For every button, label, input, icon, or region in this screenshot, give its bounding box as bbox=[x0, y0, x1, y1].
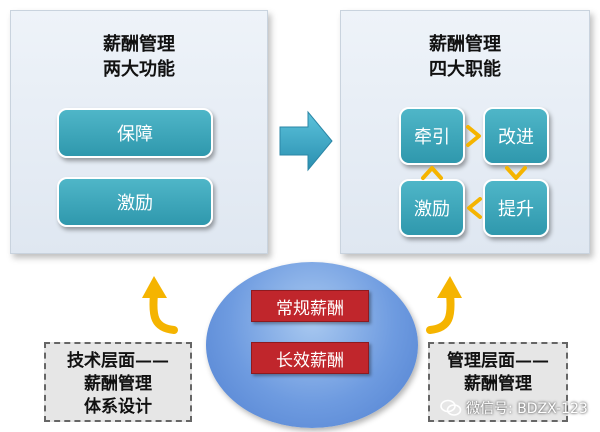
panel-two-functions: 薪酬管理 两大功能 保障 激励 bbox=[10, 10, 268, 254]
role-jili: 激励 bbox=[399, 179, 465, 237]
chevron-down-icon bbox=[505, 166, 527, 180]
chevron-up-icon bbox=[421, 166, 443, 180]
box-line: 技术层面—— bbox=[67, 351, 169, 371]
curved-up-arrow-icon bbox=[142, 276, 178, 334]
panel-title-line1: 薪酬管理 bbox=[103, 34, 175, 55]
watermark: 微信号: BDZX-123 bbox=[440, 396, 596, 420]
chevron-right-icon bbox=[466, 125, 481, 147]
box-line: 薪酬管理 bbox=[84, 374, 152, 394]
box-line: 体系设计 bbox=[84, 397, 152, 417]
right-arrow-icon bbox=[279, 110, 333, 172]
watermark-text: 微信号: BDZX-123 bbox=[466, 401, 588, 417]
role-qianyin: 牵引 bbox=[399, 107, 465, 165]
box-line: 薪酬管理 bbox=[464, 374, 532, 394]
panel-title-line2: 四大职能 bbox=[429, 59, 501, 80]
item-changgui-xinchou: 常规薪酬 bbox=[251, 290, 369, 322]
curved-up-arrow-icon bbox=[426, 276, 462, 334]
box-management-level: 管理层面—— 薪酬管理 bbox=[428, 342, 568, 422]
function-baozhang: 保障 bbox=[57, 108, 213, 158]
function-jili: 激励 bbox=[57, 177, 213, 227]
panel-four-roles: 薪酬管理 四大职能 牵引 改进 激励 提升 bbox=[340, 10, 590, 254]
item-changxiao-xinchou: 长效薪酬 bbox=[251, 342, 369, 374]
panel-title-line1: 薪酬管理 bbox=[429, 34, 501, 55]
box-technical-level: 技术层面—— 薪酬管理 体系设计 bbox=[44, 342, 192, 422]
role-gaijin: 改进 bbox=[483, 107, 549, 165]
box-line: 管理层面—— bbox=[447, 351, 549, 371]
chevron-left-icon bbox=[467, 197, 482, 219]
role-tisheng: 提升 bbox=[483, 179, 549, 237]
panel-title-line2: 两大功能 bbox=[103, 59, 175, 80]
wechat-icon bbox=[440, 399, 462, 416]
